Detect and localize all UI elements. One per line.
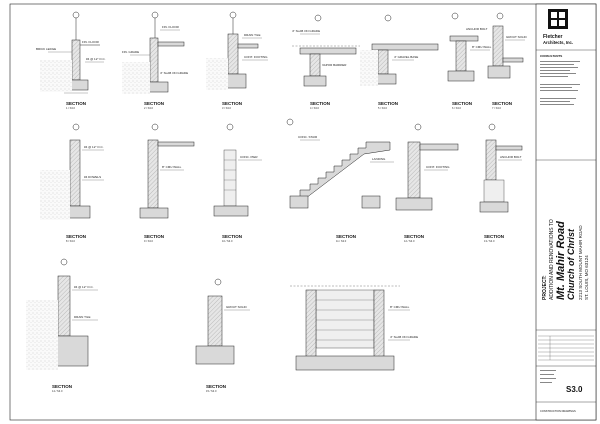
section-9-title: SECTION bbox=[144, 234, 164, 239]
gravel-note: 4" GRAVEL BASE bbox=[394, 55, 418, 59]
section-10-detail: CONC. PIER SECTION 10 / S3.0 bbox=[213, 123, 262, 243]
section-9-detail: 8" CMU WALL SECTION 9 / S3.0 bbox=[139, 123, 195, 243]
section-13-sub: 13 / S3.0 bbox=[484, 239, 495, 243]
section-12-sub: 12 / S3.0 bbox=[404, 239, 415, 243]
dowel-note: #4 DOWELS bbox=[84, 175, 101, 179]
section-15-detail: GROUT SOLID SECTION 15 / S3.0 bbox=[195, 278, 250, 393]
cmu-note-3: 8" CMU WALL bbox=[390, 305, 410, 309]
project-name-2: Church of Christ bbox=[566, 228, 576, 300]
title-block: Fletcher Architects, Inc. CONSULTANTS PR… bbox=[535, 3, 597, 421]
section-4-sub: 4 / S3.0 bbox=[310, 106, 319, 110]
slab-note-3: 4" SLAB ON GRADE bbox=[390, 335, 418, 339]
section-11-title: SECTION bbox=[336, 234, 356, 239]
footing-note: CONT. FOOTING bbox=[244, 55, 268, 59]
pier-note: CONC. PIER bbox=[240, 155, 258, 159]
section-9-sub: 9 / S3.0 bbox=[144, 239, 153, 243]
section-15-sub: 15 / S3.0 bbox=[206, 389, 217, 393]
section-7-detail: GROUT SOLID SECTION 7 / S3.0 bbox=[487, 12, 527, 110]
fin-floor-note: FIN. FLOOR bbox=[82, 40, 100, 44]
section-5-title: SECTION bbox=[378, 101, 398, 106]
brick-ledge-note: BRICK LEDGE bbox=[36, 47, 56, 51]
firm-name-2: Architects, Inc. bbox=[543, 40, 573, 45]
drain-note: DRAIN TILE bbox=[244, 33, 260, 37]
section-1-sub: 1 / S3.0 bbox=[66, 106, 75, 110]
section-13-detail: ANCHOR BOLT SECTION 13 / S3.0 bbox=[479, 123, 523, 243]
section-4-detail: 4" SLAB ON GRADE VAPOR BARRIER SECTION 4… bbox=[292, 14, 360, 110]
consultants-label: CONSULTANTS bbox=[540, 54, 562, 58]
section-14-title: SECTION bbox=[52, 384, 72, 389]
cmu-note: 8" CMU WALL bbox=[472, 45, 492, 49]
anchor-note-2: ANCHOR BOLT bbox=[500, 155, 522, 159]
section-2-sub: 2 / S3.0 bbox=[144, 106, 153, 110]
section-14-detail: #4 @ 12" O.C. DRAIN TILE SECTION 14 / S3… bbox=[26, 258, 98, 393]
landing-note: LANDING bbox=[372, 157, 386, 161]
section-6-title: SECTION bbox=[452, 101, 472, 106]
cmu-note-2: 8" CMU WALL bbox=[162, 165, 182, 169]
rebar-note: #4 @ 12" O.C. bbox=[86, 57, 106, 61]
sheet-number: S3.0 bbox=[566, 385, 583, 394]
section-1-detail: FIN. FLOOR BRICK LEDGE #4 @ 12" O.C. SEC… bbox=[36, 11, 106, 110]
slab-note: 4" SLAB ON GRADE bbox=[160, 71, 188, 75]
project-name-1: Mt. Mahir Road bbox=[555, 221, 567, 300]
section-6-sub: 6 / S3.0 bbox=[452, 106, 461, 110]
stair-note: CONC. STAIR bbox=[298, 135, 318, 139]
firm-name-1: Fletcher bbox=[543, 34, 563, 40]
project-line1: ADDITION AND RENOVATIONS TO bbox=[549, 219, 555, 300]
grout-note-2: GROUT SOLID bbox=[226, 305, 247, 309]
section-3-sub: 3 / S3.0 bbox=[222, 106, 231, 110]
section-3-detail: DRAIN TILE CONT. FOOTING SECTION 3 / S3.… bbox=[206, 11, 268, 110]
project-address-2: ST. LOUIS, MO 63124 bbox=[584, 255, 589, 300]
section-13-title: SECTION bbox=[484, 234, 504, 239]
section-7-title: SECTION bbox=[492, 101, 512, 106]
grout-note: GROUT SOLID bbox=[506, 35, 527, 39]
section-10-title: SECTION bbox=[222, 234, 242, 239]
section-8-detail: #4 @ 12" O.C. #4 DOWELS SECTION 8 / S3.0 bbox=[40, 123, 104, 243]
slab-note-2: 4" SLAB ON GRADE bbox=[292, 29, 320, 33]
footing-note-2: CONT. FOOTING bbox=[426, 165, 450, 169]
section-10-sub: 10 / S3.0 bbox=[222, 239, 233, 243]
section-14-sub: 14 / S3.0 bbox=[52, 389, 63, 393]
section-15-title: SECTION bbox=[206, 384, 226, 389]
section-11-sub: 11 / S3.0 bbox=[336, 239, 347, 243]
section-12-title: SECTION bbox=[404, 234, 424, 239]
fin-grade-note: FIN. GRADE bbox=[122, 50, 139, 54]
drain-note-2: DRAIN TILE bbox=[74, 315, 90, 319]
rebar-note-3: #4 @ 12" O.C. bbox=[74, 285, 94, 289]
rebar-note-2: #4 @ 12" O.C. bbox=[84, 145, 104, 149]
section-3-title: SECTION bbox=[222, 101, 242, 106]
section-11-stair-detail: CONC. STAIR LANDING SECTION 11 / S3.0 bbox=[286, 118, 394, 243]
section-5-detail: 4" GRAVEL BASE SECTION 5 / S3.0 bbox=[360, 14, 439, 110]
section-7-sub: 7 / S3.0 bbox=[492, 106, 501, 110]
sheet-status: CONSTRUCTION DRAWINGS bbox=[540, 409, 576, 413]
section-8-title: SECTION bbox=[66, 234, 86, 239]
anchor-note: ANCHOR BOLT bbox=[466, 27, 488, 31]
section-5-sub: 5 / S3.0 bbox=[378, 106, 387, 110]
fin-floor-note-2: FIN. FLOOR bbox=[162, 25, 180, 29]
section-2-detail: FIN. FLOOR FIN. GRADE 4" SLAB ON GRADE S… bbox=[122, 11, 188, 110]
project-address-1: 2213 SOUTH MOUNT MAHIR ROAD bbox=[578, 225, 583, 300]
section-12-detail: CONT. FOOTING SECTION 12 / S3.0 bbox=[395, 123, 459, 243]
section-8-sub: 8 / S3.0 bbox=[66, 239, 75, 243]
section-4-title: SECTION bbox=[310, 101, 330, 106]
project-label: PROJECT: bbox=[542, 275, 548, 300]
section-1-title: SECTION bbox=[66, 101, 86, 106]
vapor-note: VAPOR BARRIER bbox=[322, 63, 347, 67]
section-6-detail: ANCHOR BOLT 8" CMU WALL SECTION 6 / S3.0 bbox=[447, 12, 492, 110]
section-2-title: SECTION bbox=[144, 101, 164, 106]
pit-section-detail: 8" CMU WALL 4" SLAB ON GRADE bbox=[290, 285, 418, 371]
